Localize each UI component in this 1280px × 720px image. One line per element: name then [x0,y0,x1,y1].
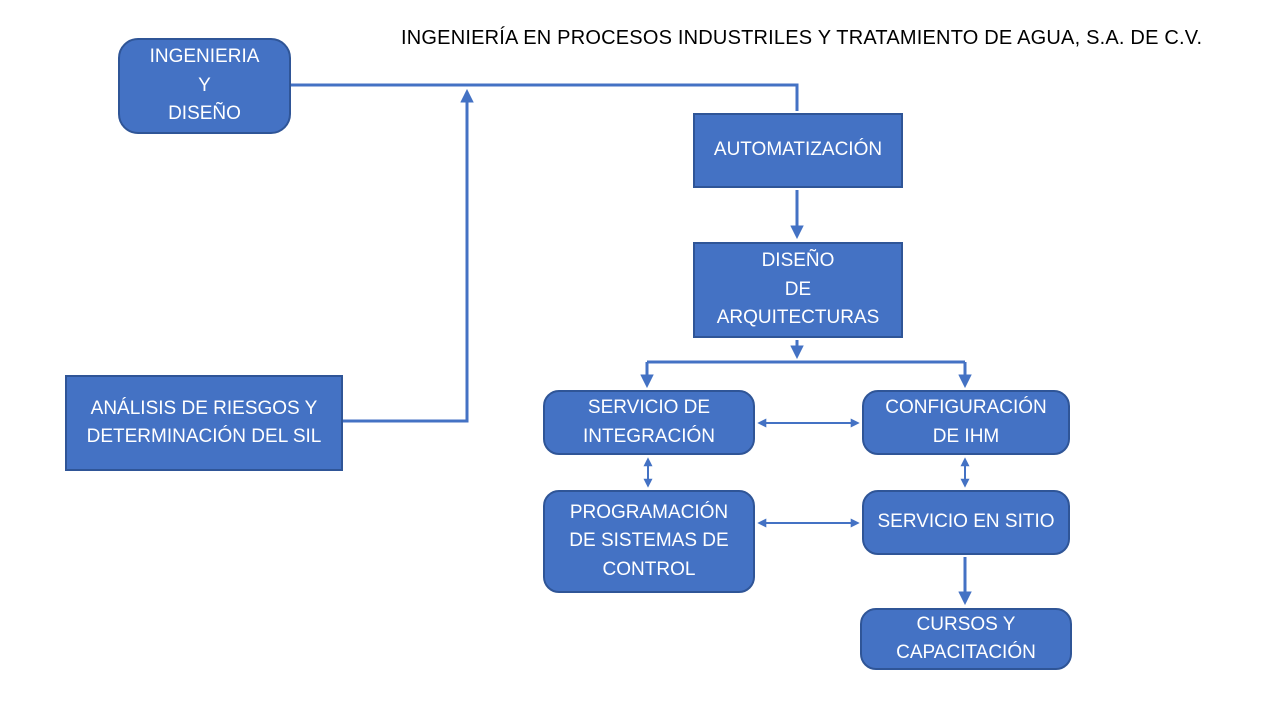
node-label-line: DE [784,278,812,300]
node-label-line: CONFIGURACIÓN [885,397,1047,418]
node-label-line: INGENIERIA [149,46,260,68]
node-label-line: Y [198,74,211,96]
node-programacion-sistemas-control: PROGRAMACIÓN DE SISTEMAS DE CONTROL [543,490,755,593]
node-label-line: INTEGRACIÓN [583,425,715,447]
node-cursos-y-capacitacion: CURSOS Y CAPACITACIÓN [860,608,1072,670]
node-analisis-de-riesgos: ANÁLISIS DE RIESGOS Y DETERMINACIÓN DEL … [65,375,343,471]
connector-ingenieria-automatizacion [291,83,799,111]
node-label-line: PROGRAMACIÓN [569,501,729,523]
node-servicio-en-sitio: SERVICIO EN SITIO [862,490,1070,555]
node-label-line: ANÁLISIS DE RIESGOS Y [90,397,318,419]
node-label-line: CURSOS Y [916,613,1016,635]
node-servicio-de-integracion: SERVICIO DE INTEGRACIÓN [543,390,755,455]
node-label-line: DE SISTEMAS DE [569,530,729,552]
node-automatizacion: AUTOMATIZACIÓN [693,113,903,188]
node-label-line: SERVICIO DE [587,397,711,418]
node-label-line: CAPACITACIÓN [896,642,1036,663]
node-diseno-de-arquitecturas: DISEÑO DE ARQUITECTURAS [693,242,903,338]
page-title: INGENIERÍA EN PROCESOS INDUSTRILES Y TRA… [401,27,1203,49]
node-label-line: DE IHM [932,425,1000,447]
connector-analisis-mainline [343,88,474,423]
node-label-line: DETERMINACIÓN DEL SIL [86,426,322,447]
node-label-line: DISEÑO [761,250,835,272]
node-configuracion-de-ihm: CONFIGURACIÓN DE IHM [862,390,1070,455]
node-label-line: SERVICIO EN SITIO [877,511,1055,533]
node-label-line: CONTROL [602,558,696,580]
node-label-line: AUTOMATIZACIÓN [713,139,883,161]
node-label-line: ARQUITECTURAS [716,307,880,329]
node-ingenieria-y-diseno: INGENIERIA Y DISEÑO [118,38,291,134]
node-label-line: DISEÑO [168,103,241,125]
